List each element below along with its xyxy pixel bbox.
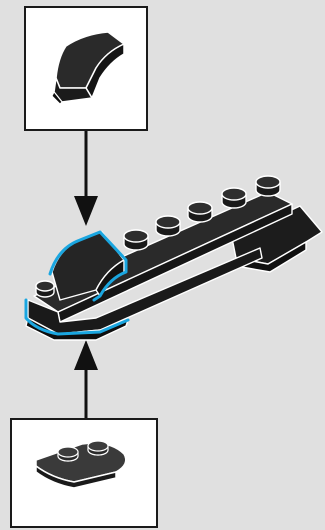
- stud: [256, 176, 280, 196]
- stud: [156, 216, 180, 236]
- top-arrow-head: [74, 196, 98, 226]
- stud: [188, 202, 212, 222]
- ship-hull-assembly: [26, 176, 322, 340]
- stud: [124, 230, 148, 250]
- stud: [36, 281, 54, 297]
- assembly-diagram: [0, 0, 325, 511]
- stud: [222, 188, 246, 208]
- bottom-arrow-head: [74, 340, 98, 370]
